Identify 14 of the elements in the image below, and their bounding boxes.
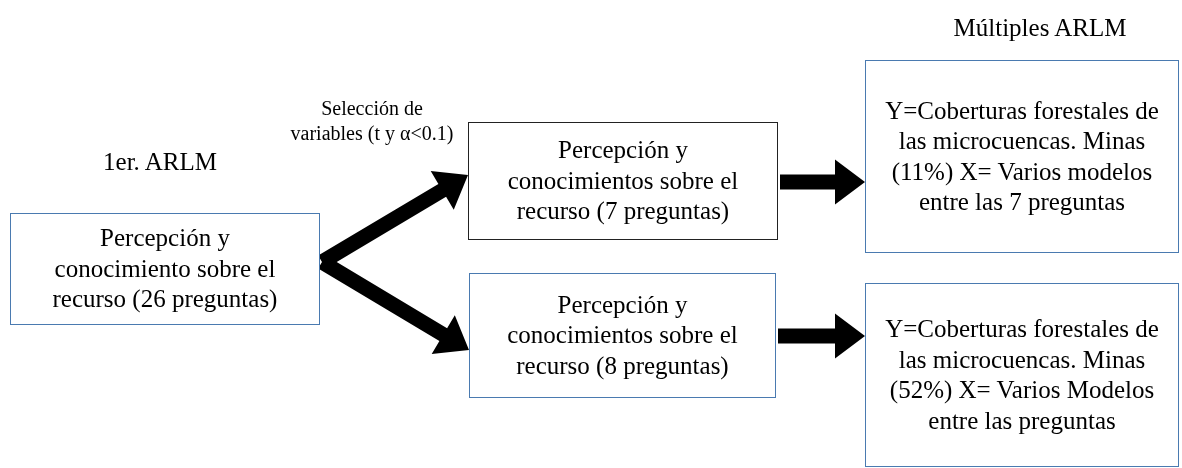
box-text: Percepción y conocimiento sobre el recurso (26 preguntas) (51, 223, 279, 315)
process-box (469, 273, 776, 398)
heading-label: 1er. ARLM (102, 148, 218, 176)
box-text: Y=Coberturas forestales de las microcuencas. Minas (52%) X= Varios Modelos entre las preguntas (884, 314, 1160, 436)
box-text: Percepción y conocimientos sobre el recurso (8 preguntas) (506, 289, 739, 382)
heading-label: Múltiples ARLM (952, 14, 1128, 42)
process-box (865, 60, 1179, 253)
process-box (468, 122, 778, 240)
process-box (865, 283, 1179, 467)
box-text: Percepción y conocimientos sobre el recurso (7 preguntas) (506, 135, 740, 227)
process-box (10, 213, 320, 325)
arrow (778, 313, 865, 359)
arrow (780, 159, 865, 205)
box-text: Y=Coberturas forestales de las microcuencas. Minas (11%) X= Varios modelos entre las 7 preguntas (884, 95, 1160, 217)
